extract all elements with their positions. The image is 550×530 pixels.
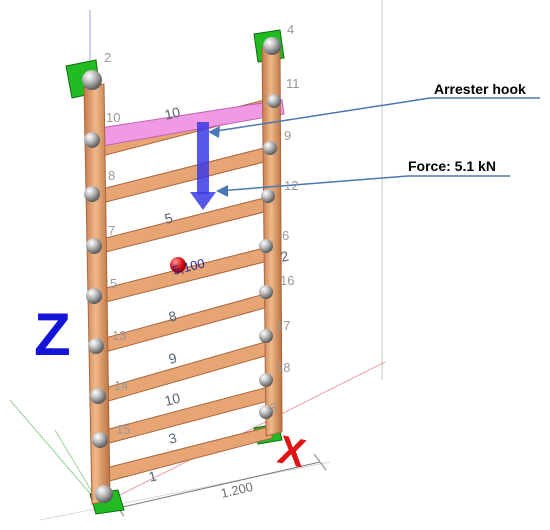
- node-label: 5: [110, 276, 117, 291]
- node-label: 12: [284, 178, 298, 193]
- member-label: 5: [163, 209, 175, 226]
- member-labels: 10 5 2 8 9 10 3 1: [147, 104, 291, 485]
- member-label: 3: [167, 429, 179, 446]
- arrester-hook-label: Arrester hook: [434, 81, 526, 97]
- member-label: 10: [163, 390, 182, 409]
- rung: [97, 145, 273, 205]
- node-label: 16: [280, 273, 294, 288]
- node-label: 13: [112, 328, 126, 343]
- node-label: 7: [108, 223, 115, 238]
- node-label: 2: [104, 50, 111, 65]
- member-label: 1: [147, 467, 159, 484]
- node-label: 11: [286, 76, 300, 91]
- node-label: 4: [287, 22, 294, 37]
- node-label: 17: [276, 318, 290, 333]
- arrester-hook-bar: [99, 99, 285, 147]
- node-label: 15: [116, 422, 130, 437]
- load-arrow: [190, 122, 216, 210]
- node-balls: [82, 37, 281, 503]
- node-label: 8: [108, 168, 115, 183]
- dimension-label: 1.200: [219, 479, 254, 501]
- node-label: 9: [284, 128, 291, 143]
- member-label: 2: [279, 247, 291, 264]
- force-label: Force: 5.1 kN: [408, 158, 496, 174]
- arrester-hook-leader: [209, 97, 431, 133]
- node-label: 3: [270, 400, 277, 415]
- node-label: 6: [282, 228, 289, 243]
- rung: [97, 291, 273, 355]
- axis-z-label: Z: [34, 301, 71, 368]
- callout-lines: [208, 97, 540, 197]
- node-labels: 2 4 11 10 9 8 12 7 6 5 16 13 17 14 18 15…: [104, 22, 300, 437]
- member-label: 8: [167, 307, 179, 324]
- rung: [97, 195, 273, 255]
- node-label: 18: [276, 360, 290, 375]
- node-label: 14: [114, 378, 128, 393]
- member-label: 10: [163, 104, 182, 123]
- load-node: [170, 257, 186, 273]
- force-leader: [217, 175, 409, 192]
- member-label: 9: [167, 349, 179, 366]
- node-label: 10: [106, 110, 120, 125]
